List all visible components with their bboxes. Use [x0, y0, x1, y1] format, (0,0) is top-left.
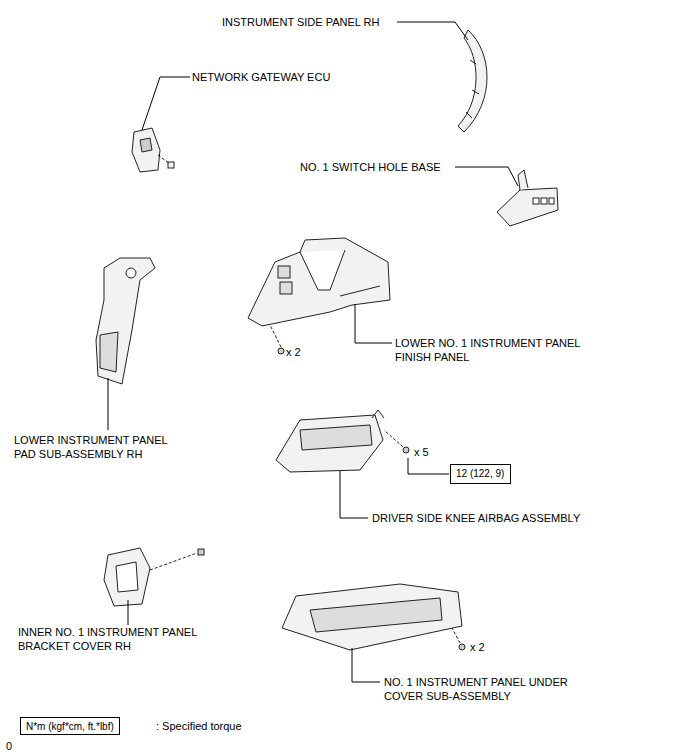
part-label: INSTRUMENT SIDE PANEL RH: [221, 15, 381, 29]
torque-value-box: 12 (122, 9): [450, 464, 511, 484]
part-label: NO. 1 INSTRUMENT PANEL UNDER COVER SUB-A…: [383, 675, 601, 703]
part-label: LOWER NO. 1 INSTRUMENT PANEL FINISH PANE…: [394, 336, 618, 364]
side-panel: [458, 30, 487, 132]
knee-airbag: [276, 415, 383, 472]
under-cover: [282, 584, 462, 650]
gateway-ecu: [132, 128, 160, 172]
torque-text: N*m (kgf*cm, ft.*lbf): [26, 721, 114, 732]
switch-hole-base: [497, 188, 558, 226]
clip: [198, 549, 204, 555]
part-label: INNER NO. 1 INSTRUMENT PANEL BRACKET COV…: [17, 625, 231, 653]
quantity-label: x 5: [413, 445, 430, 459]
bracket-cover: [104, 548, 150, 606]
part-label: NETWORK GATEWAY ECU: [191, 70, 331, 84]
figure-number: 0: [5, 739, 13, 753]
panel-pad: [96, 258, 155, 384]
quantity-label: x 2: [285, 345, 302, 359]
bolt: [459, 644, 465, 650]
finish-panel: [248, 238, 390, 326]
part-label: DRIVER SIDE KNEE AIRBAG ASSEMBLY: [371, 511, 581, 525]
bolt: [403, 447, 409, 453]
clip: [168, 162, 174, 168]
torque-text: 12 (122, 9): [456, 468, 504, 479]
bolt: [278, 348, 284, 354]
part-label: NO. 1 SWITCH HOLE BASE: [299, 160, 442, 174]
quantity-label: x 2: [469, 640, 486, 654]
torque-unit-box: N*m (kgf*cm, ft.*lbf): [20, 717, 120, 735]
part-label: : Specified torque: [155, 719, 243, 733]
part-label: LOWER INSTRUMENT PANEL PAD SUB-ASSEMBLY …: [13, 433, 191, 461]
